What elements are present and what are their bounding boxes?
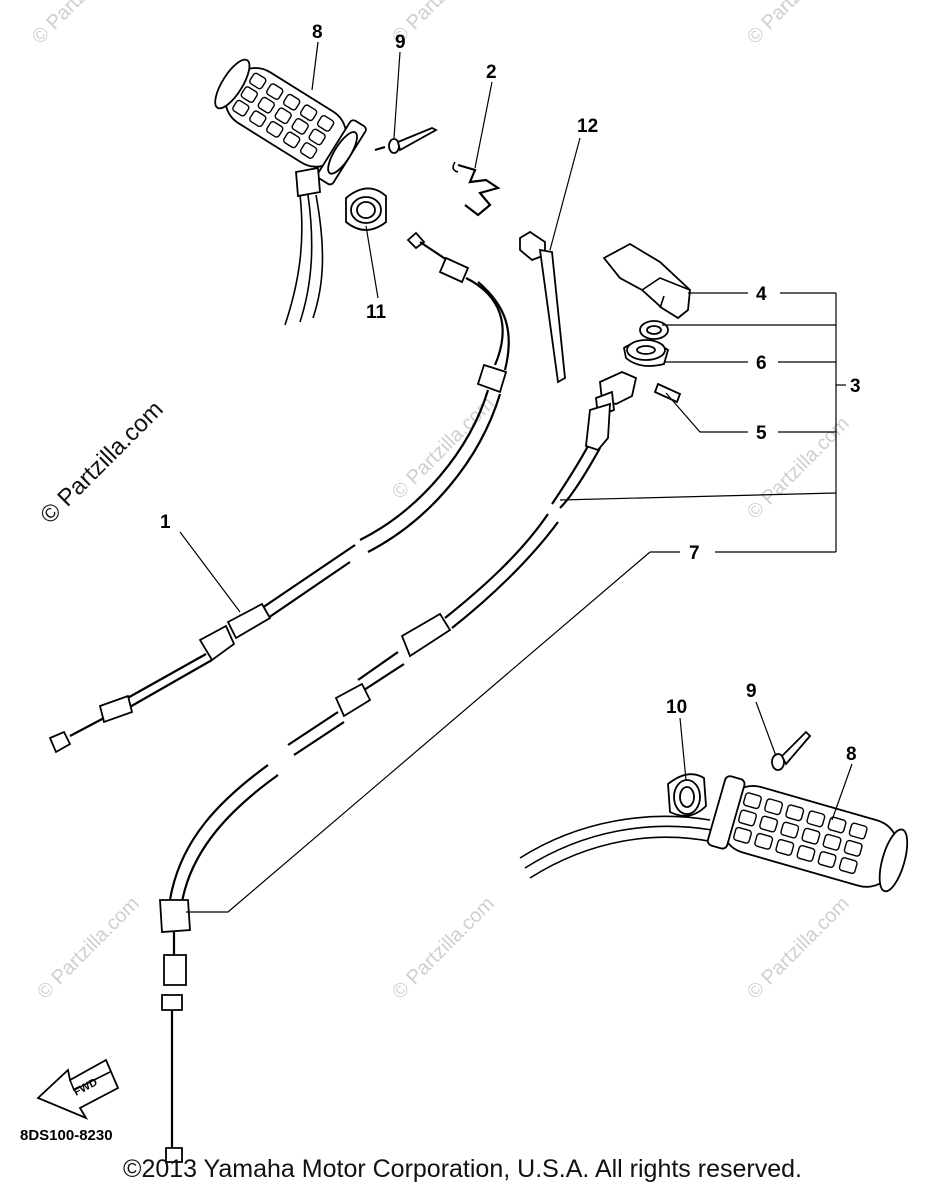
- callout-1: 1: [160, 512, 171, 533]
- callout-labels: 8 9 2 12 11 4 6 3 5 1 7 10 9 8: [160, 22, 861, 765]
- callout-2: 2: [486, 62, 497, 83]
- grip-lower-right: [519, 775, 909, 893]
- pin-upper: [374, 127, 438, 154]
- watermark: © Partzilla.com: [28, 0, 139, 49]
- callout-9: 9: [395, 32, 406, 53]
- collar-upper: [345, 187, 387, 231]
- collar-lower: [667, 773, 707, 817]
- callout-10: 10: [666, 697, 687, 718]
- cable-tie: [519, 230, 566, 384]
- fwd-arrow: FWD: [36, 1058, 120, 1120]
- wire-clip: [452, 161, 501, 217]
- diagram-code: 8DS100-8230: [20, 1127, 113, 1144]
- watermark-group: © Partzilla.com © Partzilla.com © Partzi…: [28, 0, 854, 1004]
- watermark: © Partzilla.com: [743, 0, 854, 49]
- callout-12: 12: [577, 116, 598, 137]
- throttle-cover: [602, 242, 691, 320]
- callout-7: 7: [689, 543, 700, 564]
- callout-5: 5: [756, 423, 767, 444]
- callout-6: 6: [756, 353, 767, 374]
- pin-lower: [771, 730, 812, 771]
- grip-upper-left: [214, 58, 367, 326]
- leader-lines: [179, 41, 853, 913]
- callout-9: 9: [746, 681, 757, 702]
- cable-7: [159, 513, 559, 1163]
- callout-4: 4: [756, 284, 767, 305]
- copyright-notice: ©2013 Yamaha Motor Corporation, U.S.A. A…: [123, 1155, 802, 1183]
- callout-8: 8: [312, 22, 323, 43]
- watermark: © Partzilla.com: [388, 893, 499, 1004]
- callout-8: 8: [846, 744, 857, 765]
- watermark-main: © Partzilla.com: [35, 396, 168, 529]
- watermark: © Partzilla.com: [33, 893, 144, 1004]
- callout-3: 3: [850, 376, 861, 397]
- cable-1: [48, 231, 510, 754]
- throttle-assembly: [551, 320, 682, 509]
- callout-11: 11: [366, 302, 387, 323]
- watermark: © Partzilla.com: [743, 893, 854, 1004]
